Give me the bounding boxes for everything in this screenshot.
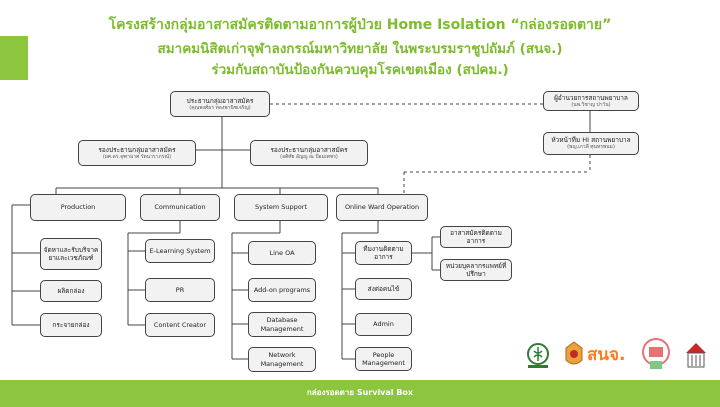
system-item: Network Management [248,347,316,372]
communication-item: Content Creator [145,313,215,337]
vice-chair-1-name: (ผศ.ดร.จุฑามาศ รัตนวราภรณ์) [102,153,172,160]
vice-chair-2-box: รองประธานกลุ่มอาสาสมัคร(อดิศัย อัญญู ณ ป… [250,140,368,166]
chair-label: ประธานกลุ่มอาสาสมัคร [186,96,254,105]
vice-chair-2-label: รองประธานกลุ่มอาสาสมัคร [270,145,348,154]
ward-sub-item: อาสาสมัครติดตามอาการ [440,226,512,248]
chair-name: (คุณพงศ์ธร ทองพานิชเจริญ) [189,104,251,111]
dept-online-ward: Online Ward Operation [336,194,428,221]
survival-box-logo-icon [642,338,670,369]
production-item: จัดหาและรับบริจาคยาและเวชภัณฑ์ [40,238,102,270]
vice-chair-2-name: (อดิศัย อัญญู ณ ป้อมเพชร) [280,153,338,160]
director-label: ผู้อำนวยการสถานพยาบาล [554,93,628,102]
communication-item: E-Learning System [145,239,215,263]
footer-text: กล่องรอดตาย Survival Box [306,388,414,397]
chair-box: ประธานกลุ่มอาสาสมัคร(คุณพงศ์ธร ทองพานิชเ… [170,91,270,117]
vice-chair-1-label: รองประธานกลุ่มอาสาสมัคร [98,145,176,154]
system-item: Database Management [248,312,316,337]
director-name: (นพ.วิชาญ ปาวัน) [571,101,611,108]
page-title: โครงสร้างกลุ่มอาสาสมัครติดตามอาการผู้ป่ว… [108,17,612,33]
head-nurse-label: หัวหน้าทีม HI สถานพยาบาล [551,136,631,145]
ward-item: ทีมงานติดตามอาการ [355,241,412,265]
accent-tab [0,36,28,80]
dept-communication: Communication [140,194,220,221]
page-subtitle: สมาคมนิสิตเก่าจุฬาลงกรณ์มหาวิทยาลัย ในพร… [157,41,563,57]
ward-sub-item: หน่วยบุคลากรแพทย์ที่ปรึกษา [440,259,512,281]
head-nurse-name: (พญ.เกวลี ศุนทรพนม) [567,144,615,151]
footer-bar [0,380,720,407]
ministry-health-logo-icon [527,343,549,368]
ward-item: Admin [355,313,412,336]
communication-item: PR [145,278,215,302]
ward-item: People Management [355,347,412,371]
institute-logo-icon [686,343,706,368]
dept-system-support: System Support [234,194,328,221]
page-subtitle-2: ร่วมกับสถาบันป้องกันควบคุมโรคเขตเมือง (ส… [211,62,509,78]
vice-chair-1-box: รองประธานกลุ่มอาสาสมัคร(ผศ.ดร.จุฑามาศ รั… [78,140,196,166]
chula-crest-logo-icon [565,341,583,365]
head-nurse-box: หัวหน้าทีม HI สถานพยาบาล(พญ.เกวลี ศุนทรพ… [543,132,639,155]
snj-logo-icon: สนจ. [587,345,626,365]
production-item: ผลิตกล่อง [40,280,102,302]
production-item: กระจายกล่อง [40,313,102,337]
ward-item: ส่งต่อคนไข้ [355,278,412,300]
system-item: Line OA [248,241,316,265]
system-item: Add-on programs [248,278,316,302]
director-box: ผู้อำนวยการสถานพยาบาล(นพ.วิชาญ ปาวัน) [543,91,639,111]
dept-production: Production [30,194,126,221]
